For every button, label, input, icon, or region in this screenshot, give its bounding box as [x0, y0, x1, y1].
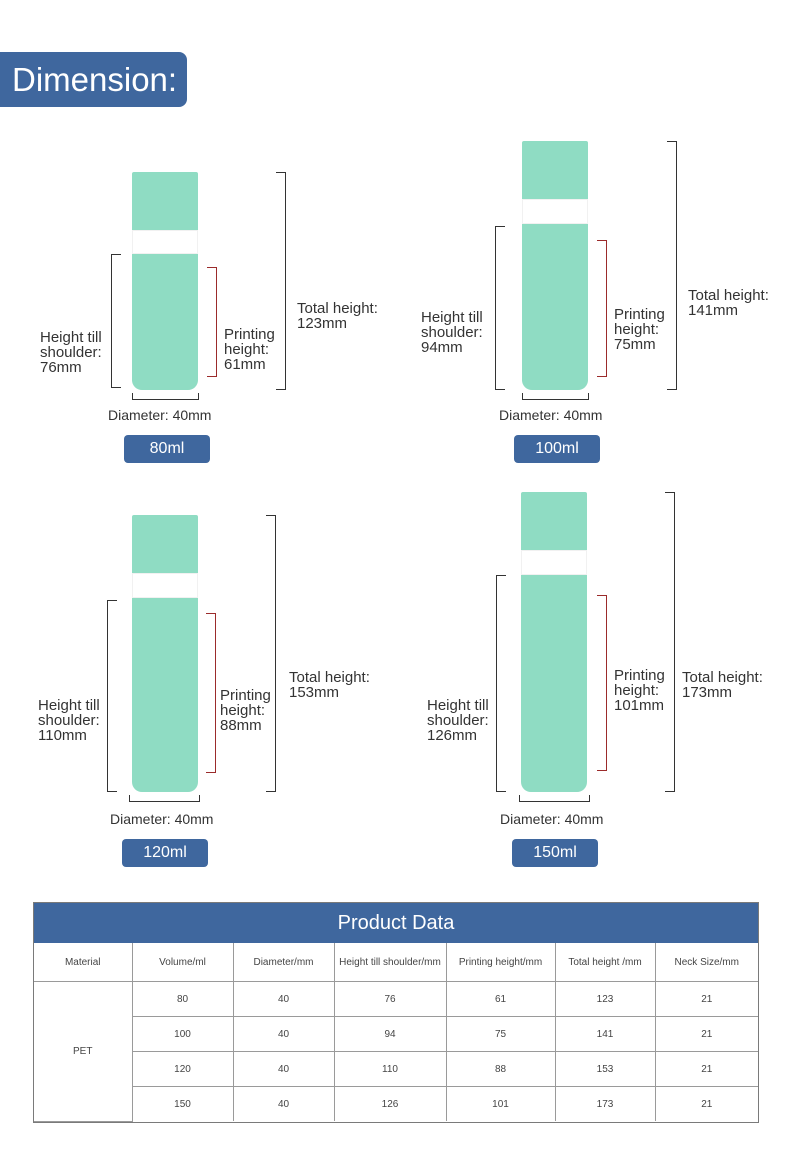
- total-bracket: [665, 492, 675, 792]
- table-cell: 61: [445, 981, 556, 1017]
- column-header: Printing height/mm: [445, 943, 556, 982]
- column-header: Total height /mm: [554, 943, 656, 982]
- table-cell: 21: [654, 1016, 758, 1052]
- table-cell: 88: [445, 1051, 556, 1087]
- diameter-label: Diameter: 40mm: [499, 407, 603, 423]
- table-cell: 40: [232, 981, 335, 1017]
- table-cell: 40: [232, 1016, 335, 1052]
- printing-bracket: [207, 267, 217, 377]
- column-header: Material: [34, 943, 133, 982]
- table-cell: 76: [333, 981, 447, 1017]
- table-title: Product Data: [34, 903, 758, 943]
- table-cell: 94: [333, 1016, 447, 1052]
- table-cell: 75: [445, 1016, 556, 1052]
- material-cell: PET: [34, 981, 133, 1122]
- table-row: 120 40 110 88 153 21: [34, 1051, 758, 1087]
- bottle-illustration: [132, 172, 198, 390]
- dimension-header: Dimension:: [0, 52, 187, 107]
- shoulder-bracket: [107, 600, 117, 792]
- table-cell: 100: [132, 1016, 234, 1052]
- total-bracket: [266, 515, 276, 792]
- total-label: Total height:153mm: [289, 669, 370, 701]
- table-cell: 120: [132, 1051, 234, 1087]
- diameter-bracket: [132, 393, 199, 400]
- table-cell: 150: [132, 1086, 234, 1121]
- volume-badge-80ml: 80ml: [124, 435, 210, 463]
- table-cell: 173: [554, 1086, 656, 1121]
- column-header: Neck Size/mm: [654, 943, 758, 982]
- diameter-bracket: [522, 393, 589, 400]
- table-cell: 21: [654, 1086, 758, 1121]
- volume-badge-150ml: 150ml: [512, 839, 598, 867]
- bottle-illustration: [132, 515, 198, 792]
- shoulder-bracket: [496, 575, 506, 792]
- table-cell: 110: [333, 1051, 447, 1087]
- total-label: Total height:173mm: [682, 669, 763, 701]
- column-header: Volume/ml: [131, 943, 234, 982]
- table-row: PET 80 40 76 61 123 21: [34, 981, 758, 1122]
- column-header: Diameter/mm: [232, 943, 335, 982]
- total-label: Total height:141mm: [688, 287, 769, 319]
- volume-badge-120ml: 120ml: [122, 839, 208, 867]
- table-row: 150 40 126 101 173 21: [34, 1086, 758, 1121]
- printing-bracket: [597, 240, 607, 377]
- table-cell: 141: [554, 1016, 656, 1052]
- product-data-table: Product Data Material Volume/ml Diameter…: [33, 902, 759, 1123]
- diameter-label: Diameter: 40mm: [110, 811, 214, 827]
- table-cell: 40: [232, 1086, 335, 1121]
- table-cell: 123: [554, 981, 656, 1017]
- bottle-illustration: [521, 492, 587, 792]
- total-bracket: [276, 172, 286, 390]
- table-cell: 101: [445, 1086, 556, 1121]
- diameter-bracket: [519, 795, 590, 802]
- table-cell: 153: [554, 1051, 656, 1087]
- diameter-label: Diameter: 40mm: [500, 811, 604, 827]
- total-label: Total height:123mm: [297, 300, 378, 332]
- shoulder-bracket: [495, 226, 505, 390]
- table-cell: 80: [131, 981, 234, 1017]
- table-cell: 126: [333, 1086, 447, 1121]
- diameter-bracket: [129, 795, 200, 802]
- printing-bracket: [206, 613, 216, 773]
- printing-bracket: [597, 595, 607, 771]
- bottle-illustration: [522, 141, 588, 390]
- diameter-label: Diameter: 40mm: [108, 407, 212, 423]
- column-header: Height till shoulder/mm: [333, 943, 447, 982]
- table-row: 100 40 94 75 141 21: [34, 1016, 758, 1052]
- table-header-row: Material Volume/ml Diameter/mm Height ti…: [34, 943, 758, 982]
- data-grid: Material Volume/ml Diameter/mm Height ti…: [34, 943, 758, 1122]
- table-cell: 40: [232, 1051, 335, 1087]
- shoulder-bracket: [111, 254, 121, 388]
- table-cell: 21: [654, 981, 758, 1017]
- volume-badge-100ml: 100ml: [514, 435, 600, 463]
- table-cell: 21: [654, 1051, 758, 1087]
- total-bracket: [667, 141, 677, 390]
